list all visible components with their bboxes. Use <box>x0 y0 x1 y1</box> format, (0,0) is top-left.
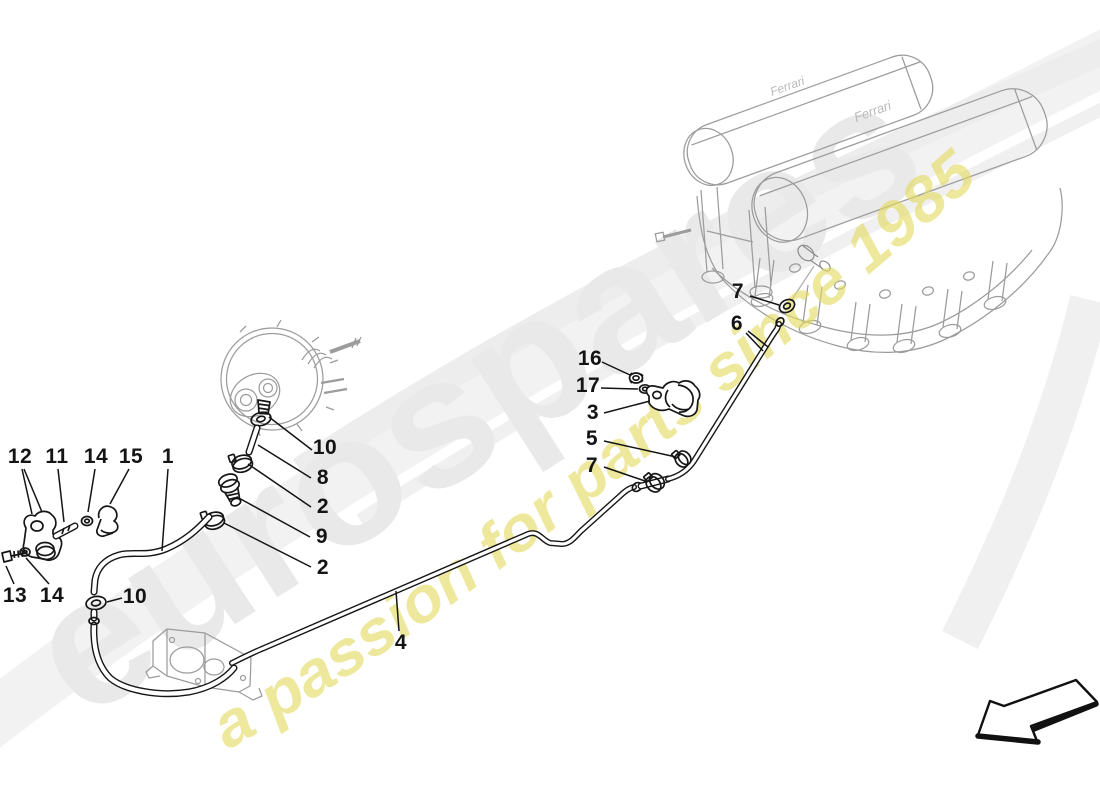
leader-line <box>236 496 311 538</box>
leader-line <box>109 468 130 505</box>
sensor-12-body <box>22 510 63 562</box>
callout-5: 5 <box>585 427 599 450</box>
callout-12: 12 <box>7 445 33 468</box>
callout-1: 1 <box>161 445 175 468</box>
manifold-runners <box>750 257 1008 354</box>
leader-line <box>257 444 312 479</box>
callout-7: 7 <box>731 280 745 303</box>
bolt-13 <box>1 550 13 563</box>
brake-servo <box>220 319 362 437</box>
leader-line <box>25 557 50 585</box>
callout-14: 14 <box>83 445 109 468</box>
leader-line <box>106 597 123 603</box>
manifold-legs <box>654 186 773 299</box>
callout-9: 9 <box>315 525 329 548</box>
port-guide-line <box>790 265 815 302</box>
callout-15: 15 <box>118 445 144 468</box>
check-valve-9 <box>217 473 242 507</box>
grommet-10-bulkhead <box>85 595 107 611</box>
leader-line <box>747 330 769 348</box>
clamp-2-upper <box>227 453 254 474</box>
washer-14-left <box>19 547 31 557</box>
callout-7: 7 <box>585 454 599 477</box>
leader-line <box>601 361 631 376</box>
leader-line <box>87 468 96 513</box>
leader-line <box>749 295 780 306</box>
bracket-3 <box>645 380 701 418</box>
callout-6: 6 <box>730 312 744 335</box>
clamp-7-junction <box>643 472 666 493</box>
leader-line <box>603 440 677 458</box>
callout-14: 14 <box>39 584 65 607</box>
hose-ferrule <box>88 616 100 626</box>
clip-15 <box>96 505 119 538</box>
leader-line <box>21 468 33 515</box>
leader-line <box>57 468 65 523</box>
leader-line <box>600 387 639 390</box>
grommet-10-servo <box>250 411 272 427</box>
leader-line <box>603 466 649 483</box>
callout-10: 10 <box>312 436 338 459</box>
leader-line <box>745 332 764 352</box>
callout-2: 2 <box>316 495 330 518</box>
leader-line <box>268 416 313 451</box>
callout-2: 2 <box>316 556 330 579</box>
plenum-cover-front <box>751 88 1048 243</box>
leader-line <box>603 400 651 414</box>
leader-line <box>23 468 43 513</box>
vacuum-port-elbow <box>797 244 831 272</box>
washer-14-right <box>80 515 94 527</box>
leader-line <box>395 590 400 632</box>
callout-17: 17 <box>575 374 601 397</box>
nut-16 <box>628 372 644 384</box>
callout-13: 13 <box>2 584 28 607</box>
callout-10: 10 <box>122 585 148 608</box>
callout-11: 11 <box>45 445 69 468</box>
direction-arrow <box>975 678 1099 745</box>
callout-8: 8 <box>316 466 330 489</box>
grommet-7-manifold <box>778 298 796 314</box>
callout-4: 4 <box>394 631 408 654</box>
callout-16: 16 <box>577 347 603 370</box>
leader-line <box>247 463 312 508</box>
plenum-cover-rear <box>683 54 934 187</box>
pressure-sensor-assembly <box>1 505 119 563</box>
pump-unit <box>145 628 263 701</box>
leader-line <box>223 522 312 568</box>
pipe-6-ferrule <box>775 316 785 328</box>
callout-3: 3 <box>586 401 600 424</box>
leader-line <box>5 565 15 585</box>
leader-line <box>161 468 169 552</box>
